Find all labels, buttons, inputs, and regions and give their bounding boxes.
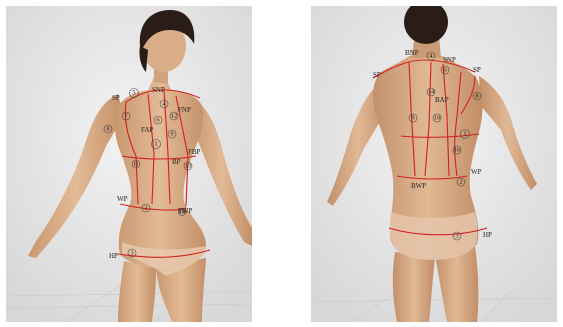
marker-3: 3 [130,250,133,257]
label-bnp: BNP [405,49,419,57]
marker-8: 8 [475,93,478,100]
marker-9: 9 [170,131,173,138]
label-sp-left: SP [373,71,381,79]
label-bp: BP [172,158,181,166]
marker-1: 1 [463,131,466,138]
label-bap: BAP [435,96,449,104]
label-snp: SNP [152,86,165,94]
marker-13: 13 [185,163,192,170]
front-view-panel: SP SNP FNP FAP FBP BP WP FWP HP 5 4 7 8 … [6,6,252,322]
label-hp: HP [483,231,492,239]
marker-10: 10 [434,115,441,122]
label-fnp: FNP [178,106,191,114]
back-view-panel: BNP SNP SP SP BAP WP BWP HP 4 6 8 14 9 1… [311,6,557,322]
marker-2: 2 [459,179,462,186]
label-fbp: FBP [188,148,201,156]
marker-16: 16 [454,147,461,154]
label-hp: HP [109,252,118,260]
marker-9: 9 [411,115,414,122]
back-figure: BNP SNP SP SP BAP WP BWP HP 4 6 8 14 9 1… [311,6,557,322]
label-sp: SP [112,94,120,102]
label-bwp: BWP [411,182,426,190]
marker-2: 2 [144,205,147,212]
marker-11: 11 [133,161,139,168]
label-wp: WP [471,168,482,176]
marker-3: 3 [455,233,458,240]
front-figure: SP SNP FNP FAP FBP BP WP FWP HP 5 4 7 8 … [6,6,252,322]
marker-10: 10 [179,209,186,216]
marker-5: 5 [132,90,135,97]
marker-12: 12 [171,113,178,120]
marker-1: 1 [154,141,157,148]
label-snp: SNP [443,56,456,64]
marker-8: 8 [106,126,109,133]
label-fap: FAP [141,126,153,134]
label-sp-right: SP [473,66,481,74]
label-wp: WP [117,195,128,203]
marker-14: 14 [428,89,435,96]
